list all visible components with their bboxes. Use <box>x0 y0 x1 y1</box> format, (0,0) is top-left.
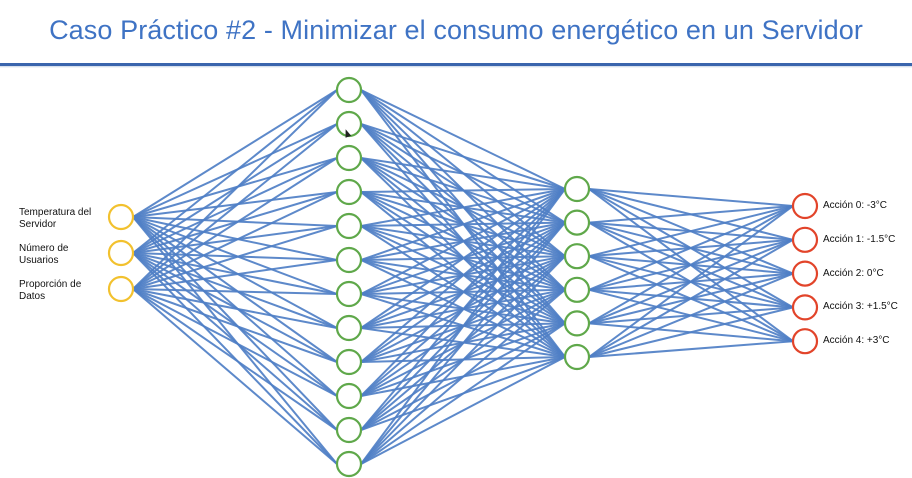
output-label: Acción 4: +3°C <box>823 335 890 347</box>
connection-line <box>360 188 566 431</box>
connection-line <box>360 289 566 465</box>
connection-line <box>132 157 338 290</box>
hidden1-node <box>335 382 363 410</box>
connection-line <box>132 259 338 290</box>
connection-line <box>132 288 338 397</box>
connection-line <box>588 340 794 358</box>
hidden2-node <box>563 276 591 303</box>
hidden2-node <box>563 175 591 203</box>
connection-line <box>360 89 566 190</box>
hidden2-node <box>563 343 591 371</box>
connection-line <box>360 255 566 465</box>
connection-line <box>360 188 566 397</box>
output-label: Acción 1: -1.5°C <box>823 233 896 245</box>
input-label: Temperatura del Servidor <box>19 207 92 230</box>
output-node <box>791 192 819 220</box>
input-label: Proporción de Datos <box>19 279 82 302</box>
connection-line <box>360 188 566 329</box>
connection-line <box>132 89 338 254</box>
connection-line <box>132 288 338 465</box>
hidden1-node <box>335 280 363 308</box>
hidden1-node <box>335 178 363 206</box>
connection-line <box>588 188 794 207</box>
connection-line <box>132 288 338 363</box>
connection-line <box>360 188 566 261</box>
hidden1-node <box>335 110 363 138</box>
hidden1-node <box>335 450 363 478</box>
connection-line <box>360 188 566 295</box>
connection-line <box>588 205 794 224</box>
connection-line <box>132 288 338 431</box>
connection-line <box>588 205 794 358</box>
connection-line <box>360 356 566 465</box>
output-node <box>791 226 819 253</box>
hidden1-node <box>335 416 363 444</box>
output-node <box>791 294 819 321</box>
title-divider <box>0 63 912 66</box>
connection-line <box>132 225 338 290</box>
title-divider-shadow <box>0 66 912 68</box>
connection-line <box>360 188 566 227</box>
connection-line <box>360 322 566 465</box>
input-label: Número de Usuarios <box>19 243 69 266</box>
output-label: Acción 2: 0°C <box>823 267 884 279</box>
hidden2-node <box>563 243 591 270</box>
connection-line <box>360 188 566 465</box>
connection-line <box>360 221 566 465</box>
connection-line <box>360 123 566 190</box>
connection-line <box>588 238 794 358</box>
hidden1-node <box>335 76 363 104</box>
neuron-nodes <box>107 76 819 478</box>
hidden2-node <box>563 209 591 236</box>
connection-line <box>360 188 566 363</box>
connection-line <box>360 157 566 190</box>
hidden1-node <box>335 246 363 274</box>
connection-line <box>360 188 566 193</box>
hidden1-node <box>335 144 363 172</box>
connection-line <box>588 205 794 258</box>
connection-line <box>132 288 338 329</box>
connection-line <box>132 89 338 218</box>
connection-line <box>588 306 794 358</box>
output-node <box>791 328 819 355</box>
slide-title: Caso Práctico #2 - Minimizar el consumo … <box>49 14 863 45</box>
hidden1-node <box>335 348 363 376</box>
hidden2-node <box>563 310 591 337</box>
connection-line <box>588 205 794 291</box>
connection-line <box>588 205 794 325</box>
output-label: Acción 3: +1.5°C <box>823 301 898 313</box>
output-label: Acción 0: -3°C <box>823 200 888 211</box>
hidden1-node <box>335 314 363 342</box>
input-node <box>107 239 135 267</box>
connection-lines <box>132 89 794 465</box>
connection-line <box>588 272 794 358</box>
connection-line <box>132 123 338 290</box>
connection-line <box>132 288 338 295</box>
input-node <box>107 275 135 303</box>
input-node <box>107 203 135 231</box>
hidden1-node <box>335 212 363 240</box>
connection-line <box>132 191 338 290</box>
connection-line <box>132 89 338 290</box>
output-node <box>791 260 819 287</box>
